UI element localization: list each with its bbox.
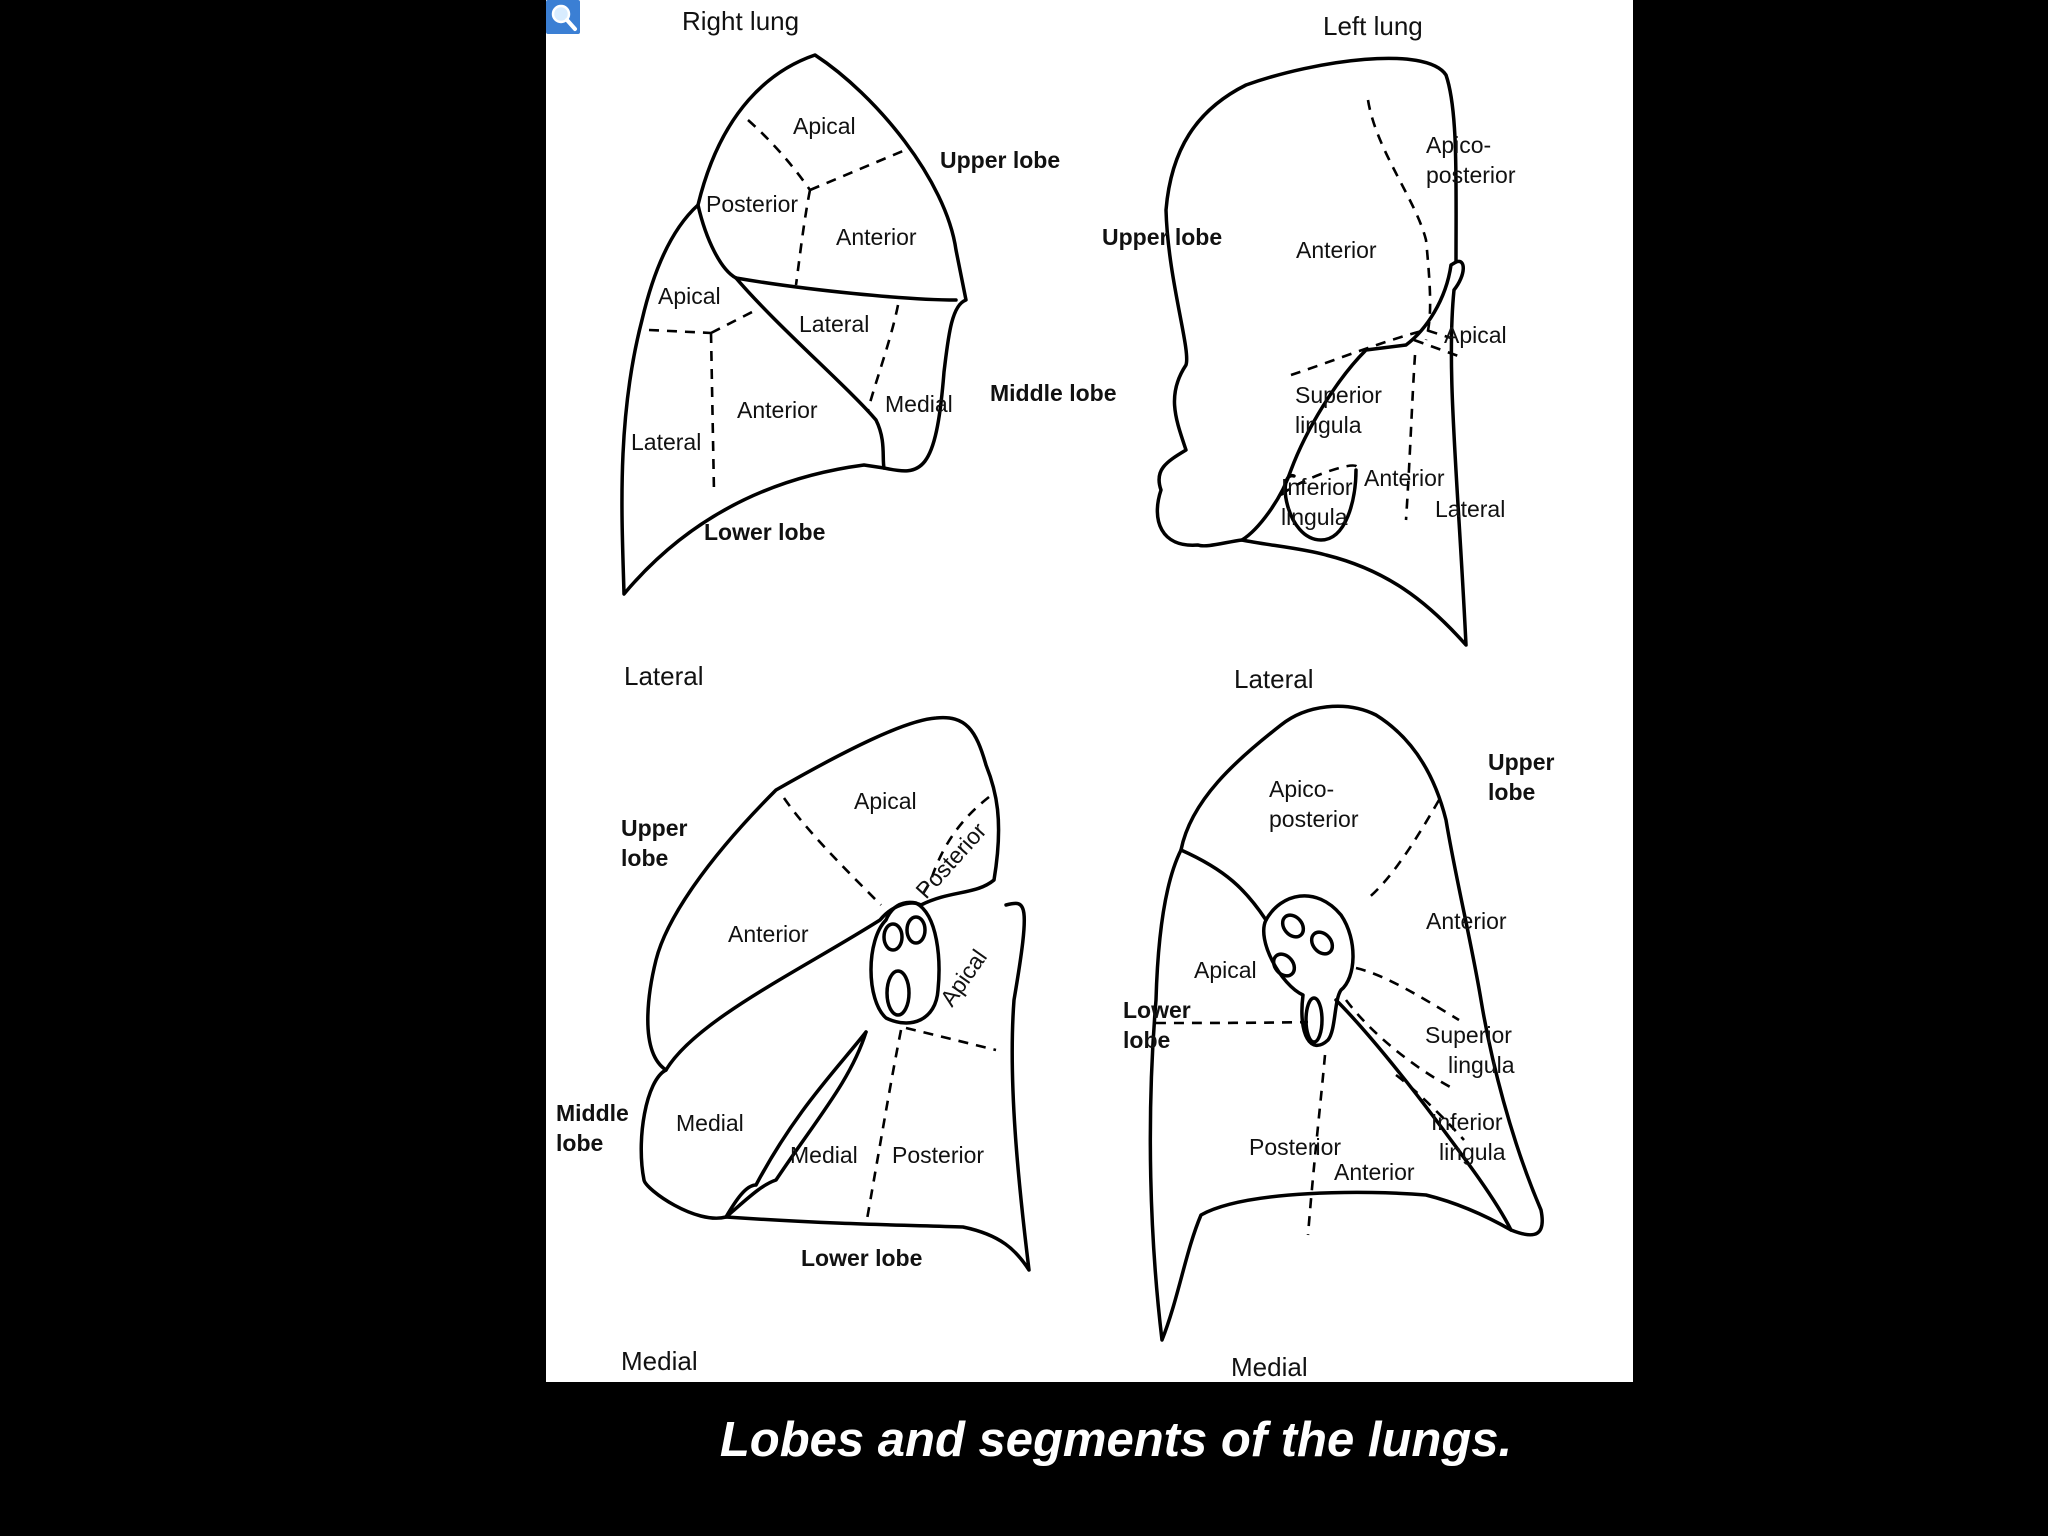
left-lung-lateral-view: Left lung Apico- posterior Upper lobe An… bbox=[1102, 11, 1516, 694]
right-lung-lateral-view: Right lung Apical Posterior Anterior Upp… bbox=[622, 6, 1117, 691]
left-lung-title: Left lung bbox=[1323, 11, 1423, 41]
segment-label: Medial bbox=[885, 391, 953, 417]
segment-label: lingula bbox=[1295, 412, 1362, 438]
segment-label: Anterior bbox=[1364, 465, 1445, 491]
right-horizontal-fissure bbox=[736, 278, 956, 300]
right-lung-medial-view: Apical Upper lobe Posterior Anterior Api… bbox=[556, 718, 1029, 1376]
segment-label: Lateral bbox=[631, 429, 701, 455]
right-lung-title: Right lung bbox=[682, 6, 799, 36]
segment-label: Apical bbox=[854, 788, 917, 814]
segment-label: Apical bbox=[658, 283, 721, 309]
segment-label: Inferior bbox=[1281, 474, 1353, 500]
lobe-label: Lower lobe bbox=[801, 1245, 922, 1271]
lobe-label: Middle bbox=[556, 1100, 629, 1126]
segment-label: lingula bbox=[1448, 1052, 1515, 1078]
segment-label: Lateral bbox=[799, 311, 869, 337]
segment-label: Apical bbox=[1194, 957, 1257, 983]
segment-label: Anterior bbox=[737, 397, 818, 423]
hilum-bronchus bbox=[907, 917, 925, 943]
left-lung-lateral-outline bbox=[1157, 58, 1466, 645]
segment-label: Posterior bbox=[1249, 1134, 1341, 1160]
segment-label: Superior bbox=[1295, 382, 1382, 408]
segment-label: Posterior bbox=[706, 191, 798, 217]
segment-label: Apical bbox=[935, 945, 992, 1011]
left-lung-medial-view: Upper lobe Apico- posterior Anterior Api… bbox=[1123, 706, 1555, 1382]
segment-label: Posterior bbox=[892, 1142, 984, 1168]
hilum-vessel bbox=[1306, 998, 1322, 1042]
segment-label: lingula bbox=[1439, 1139, 1506, 1165]
segment-label: Anterior bbox=[836, 224, 917, 250]
segment-label: Anterior bbox=[1426, 908, 1507, 934]
left-upper-lower-boundary bbox=[1181, 850, 1266, 920]
segment-label: lingula bbox=[1281, 504, 1348, 530]
lobe-label: Upper bbox=[621, 815, 688, 841]
lobe-label: Lower lobe bbox=[704, 519, 825, 545]
lobe-label: Lower bbox=[1123, 997, 1191, 1023]
lobe-label: Upper lobe bbox=[1102, 224, 1222, 250]
segment-label: Inferior bbox=[1431, 1109, 1503, 1135]
left-medial-upper-segment-lines bbox=[1346, 800, 1464, 1140]
segment-label: Apico- bbox=[1426, 132, 1491, 158]
right-lung-medial-outline bbox=[648, 718, 999, 1070]
segment-label: Apical bbox=[1444, 322, 1507, 348]
hilum-bronchus bbox=[1278, 911, 1307, 941]
segment-label: Anterior bbox=[1334, 1159, 1415, 1185]
lobe-label: Upper lobe bbox=[940, 147, 1060, 173]
slide-caption: Lobes and segments of the lungs. bbox=[546, 1412, 1686, 1468]
view-label: Medial bbox=[1231, 1352, 1308, 1382]
segment-label: posterior bbox=[1269, 806, 1359, 832]
left-lower-segment-lines bbox=[1406, 355, 1415, 520]
lobe-label: lobe bbox=[621, 845, 668, 871]
lobe-label: lobe bbox=[556, 1130, 603, 1156]
segment-label: Posterior bbox=[910, 817, 991, 903]
segment-label: Lateral bbox=[1435, 496, 1505, 522]
view-label: Lateral bbox=[1234, 664, 1314, 694]
right-middle-oblique-fissure bbox=[736, 278, 884, 468]
segment-label: Apico- bbox=[1269, 776, 1334, 802]
lobe-label: lobe bbox=[1488, 779, 1535, 805]
hilum-bronchus bbox=[1269, 950, 1298, 980]
segment-label: Superior bbox=[1425, 1022, 1512, 1048]
segment-label: posterior bbox=[1426, 162, 1516, 188]
segment-label: Apical bbox=[793, 113, 856, 139]
lobe-label: Middle lobe bbox=[990, 380, 1117, 406]
segment-label: Medial bbox=[676, 1110, 744, 1136]
hilum-vessel bbox=[887, 971, 909, 1015]
segment-label: Medial bbox=[790, 1142, 858, 1168]
right-medial-lower-segment-lines bbox=[866, 1028, 996, 1225]
lobe-label: Upper bbox=[1488, 749, 1555, 775]
view-label: Lateral bbox=[624, 661, 704, 691]
lung-segments-diagram: Right lung Apical Posterior Anterior Upp… bbox=[546, 0, 1633, 1382]
lobe-label: lobe bbox=[1123, 1027, 1170, 1053]
view-label: Medial bbox=[621, 1346, 698, 1376]
hilum-bronchus bbox=[1307, 928, 1336, 958]
hilum-bronchus bbox=[884, 924, 902, 950]
segment-label: Anterior bbox=[728, 921, 809, 947]
segment-label: Anterior bbox=[1296, 237, 1377, 263]
